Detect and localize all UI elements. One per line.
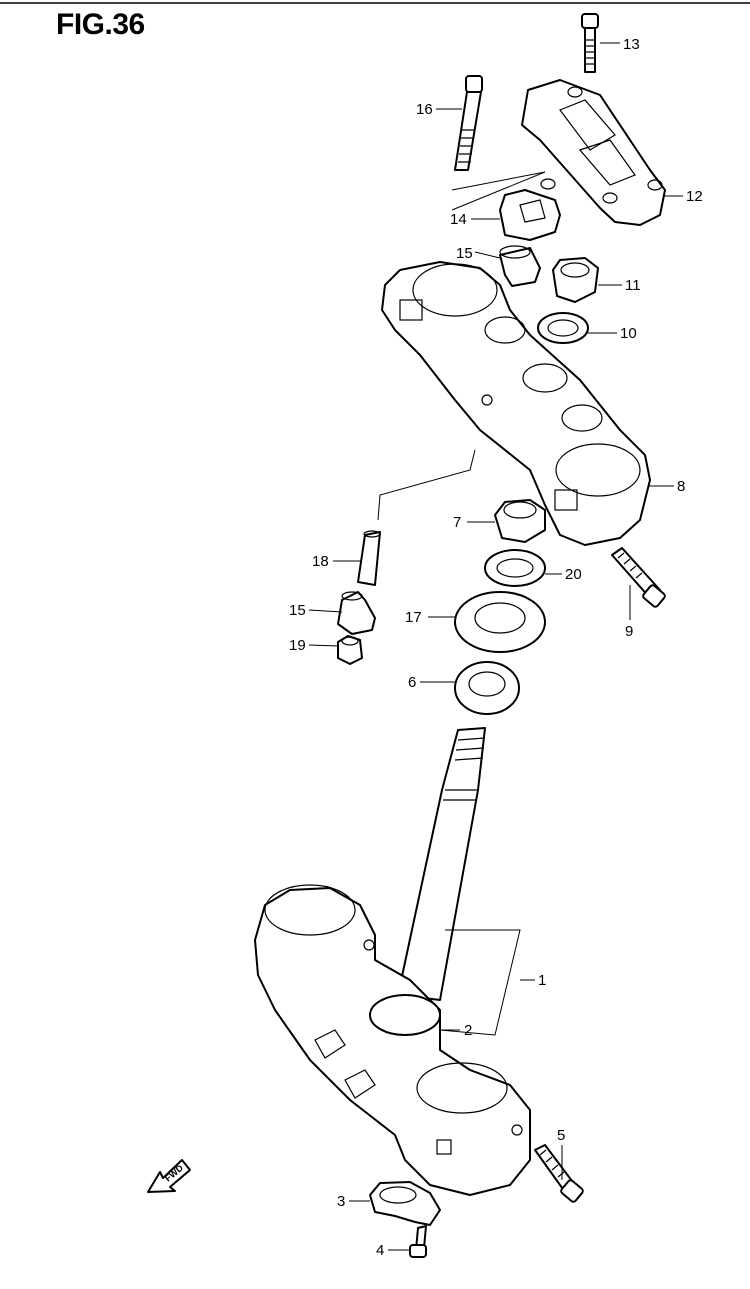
callout-6: 6	[408, 674, 416, 691]
part-7-nut	[494, 499, 546, 543]
part-12-handlebar-holder	[521, 79, 666, 226]
part-4-bolt	[409, 1225, 427, 1258]
callout-20: 20	[565, 566, 582, 583]
assembly-zigzag-line	[451, 171, 546, 211]
part-14-holder-lower	[499, 178, 561, 241]
part-10-washer	[537, 312, 589, 344]
part-19-nut	[337, 635, 363, 665]
part-15-cap-lower	[337, 591, 376, 635]
callout-5: 5	[557, 1127, 565, 1144]
part-18-pin	[357, 530, 381, 586]
callout-11: 11	[625, 277, 641, 294]
part-8-upper-bracket	[381, 261, 651, 546]
part-20-washer	[484, 549, 546, 587]
callout-4: 4	[376, 1242, 384, 1259]
callout-18: 18	[312, 553, 329, 570]
callout-8: 8	[677, 478, 685, 495]
callout-19: 19	[289, 637, 306, 654]
callout-2: 2	[464, 1022, 472, 1039]
callout-7: 7	[453, 514, 461, 531]
callout-14: 14	[450, 211, 467, 228]
callout-10: 10	[620, 325, 637, 342]
assembly-guide-line	[377, 449, 476, 521]
callout-3: 3	[337, 1193, 345, 1210]
leader-lines	[308, 42, 683, 1251]
fwd-arrow-icon: FWD	[147, 1159, 191, 1193]
callout-1: 1	[538, 972, 546, 989]
callout-17: 16	[416, 101, 433, 118]
callout-9: 9	[625, 623, 633, 640]
group-bracket-1-2	[439, 929, 521, 1036]
figure-title: FIG.36	[56, 8, 145, 41]
callout-13: 13	[623, 36, 640, 53]
part-16-seal	[454, 591, 546, 653]
part-5-bolt	[534, 1144, 584, 1203]
callout-16: 17	[405, 609, 422, 626]
part-9-bolt	[611, 547, 666, 608]
part-3-clamp	[369, 1181, 441, 1226]
part-6-bearing	[454, 661, 520, 715]
part-15-cap-upper	[499, 245, 541, 287]
callout-15-lower: 15	[289, 602, 306, 619]
part-17-long-bolt	[454, 75, 483, 171]
callout-12: 12	[686, 188, 703, 205]
callout-15-upper: 15	[456, 245, 473, 262]
part-13-bolt	[581, 13, 599, 73]
part-11-nut	[552, 257, 599, 303]
part-1-lower-bracket	[254, 727, 531, 1196]
